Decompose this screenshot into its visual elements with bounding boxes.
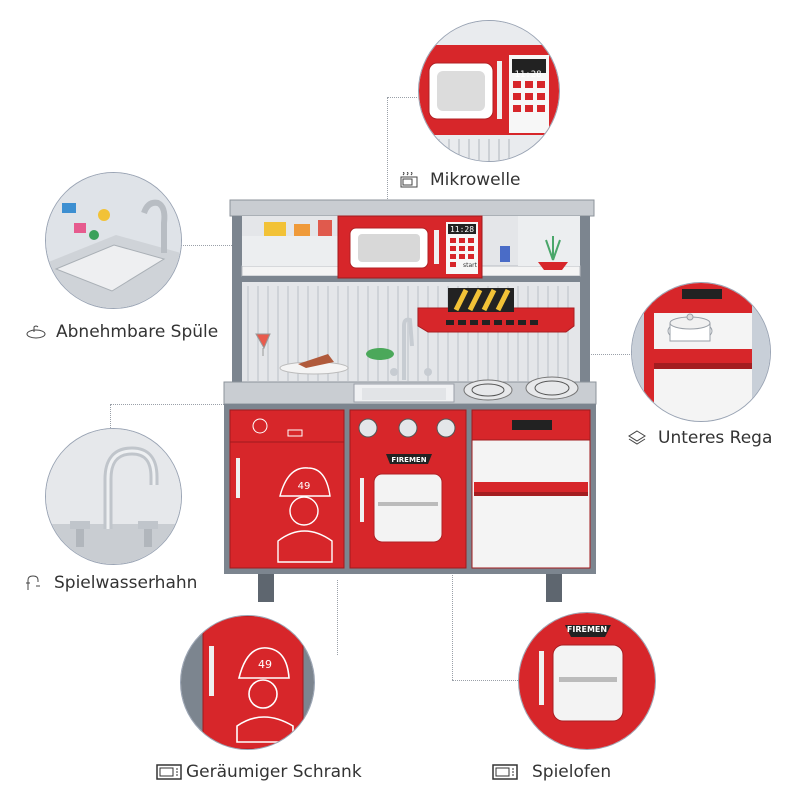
label-text-schrank: Geräumiger Schrank	[186, 762, 362, 782]
play-kitchen: 11:28 start	[218, 196, 600, 606]
leader-mikrowelle	[387, 97, 388, 207]
label-ofen: Spielofen	[492, 762, 611, 782]
microwave-icon	[492, 764, 518, 780]
layers-icon	[628, 430, 650, 446]
leader-wasserhahn	[110, 404, 111, 428]
microwave-clock-zoom: 11:28	[514, 70, 542, 80]
microwave-clock: 11:28	[450, 225, 474, 234]
label-text-spuele: Abnehmbare Spüle	[56, 322, 219, 342]
detail-circle-ofen	[518, 612, 656, 750]
faucet-icon	[24, 574, 46, 592]
leader-mikrowelle-h	[387, 97, 417, 98]
leader-regal	[570, 354, 632, 355]
cabinet-helmet-number: 49	[298, 481, 311, 492]
oven-badge-zoom: FIREMEN	[566, 625, 608, 634]
detail-circle-spuele	[45, 172, 182, 309]
label-mikrowelle: Mikrowelle	[400, 170, 521, 190]
detail-circle-wasserhahn	[45, 428, 182, 565]
sink-icon	[26, 324, 48, 340]
label-wasserhahn: Spielwasserhahn	[24, 573, 197, 593]
detail-circle-schrank: 49	[180, 615, 315, 750]
label-spuele: Abnehmbare Spüle	[26, 322, 218, 342]
microwave-icon	[156, 764, 182, 780]
leader-ofen-h	[452, 680, 518, 681]
schrank-helmet-number: 49	[258, 658, 272, 671]
microwave-start: start	[463, 262, 478, 269]
oven-badge: FIREMEN	[391, 456, 426, 464]
label-text-regal: Unteres Rega	[658, 428, 773, 448]
label-text-wasserhahn: Spielwasserhahn	[54, 573, 198, 593]
leader-ofen	[452, 490, 453, 680]
label-text-ofen: Spielofen	[532, 762, 612, 782]
label-schrank: Geräumiger Schrank	[156, 762, 362, 782]
microwave-icon	[400, 172, 422, 188]
detail-circle-regal	[631, 282, 771, 422]
detail-circle-mikrowelle	[418, 20, 560, 162]
label-text-mikrowelle: Mikrowelle	[430, 170, 521, 190]
leader-schrank	[337, 580, 338, 655]
label-regal: Unteres Rega	[628, 428, 772, 448]
